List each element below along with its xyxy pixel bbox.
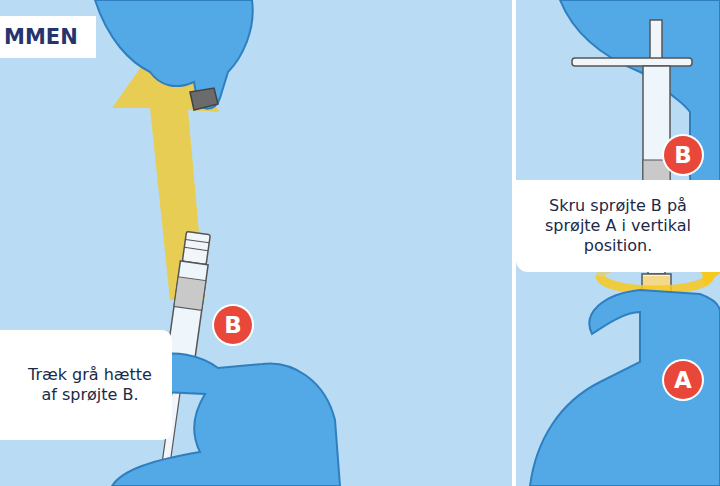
rotation-arrow: [600, 276, 710, 290]
plunger-rod: [650, 20, 662, 60]
callout-letter: B: [674, 142, 692, 168]
instruction-box: Træk grå hætte af sprøjte B.: [0, 330, 172, 440]
callout-letter: A: [674, 367, 692, 393]
hub-ridge: [185, 239, 209, 242]
hub-ridge: [184, 247, 208, 250]
instruction-text: Træk grå hætte af sprøjte B.: [22, 365, 158, 405]
syringe-hub: [182, 231, 210, 264]
callout-badge: A: [664, 361, 702, 399]
section-heading: MMEN: [0, 16, 96, 58]
instruction-box: Skru sprøjte B på sprøjte A i vertikal p…: [516, 180, 720, 272]
glove-hand: [530, 290, 720, 486]
grey-cap: [190, 88, 218, 110]
callout-letter: B: [224, 312, 242, 338]
callout-badge: B: [214, 306, 252, 344]
glove-hand: [95, 0, 253, 109]
syringe-label: [174, 277, 206, 311]
instruction-text: Skru sprøjte B på sprøjte A i vertikal p…: [528, 196, 708, 256]
glove-hand: [560, 0, 720, 207]
callout-badge: B: [664, 136, 702, 174]
finger-flange: [572, 58, 692, 66]
